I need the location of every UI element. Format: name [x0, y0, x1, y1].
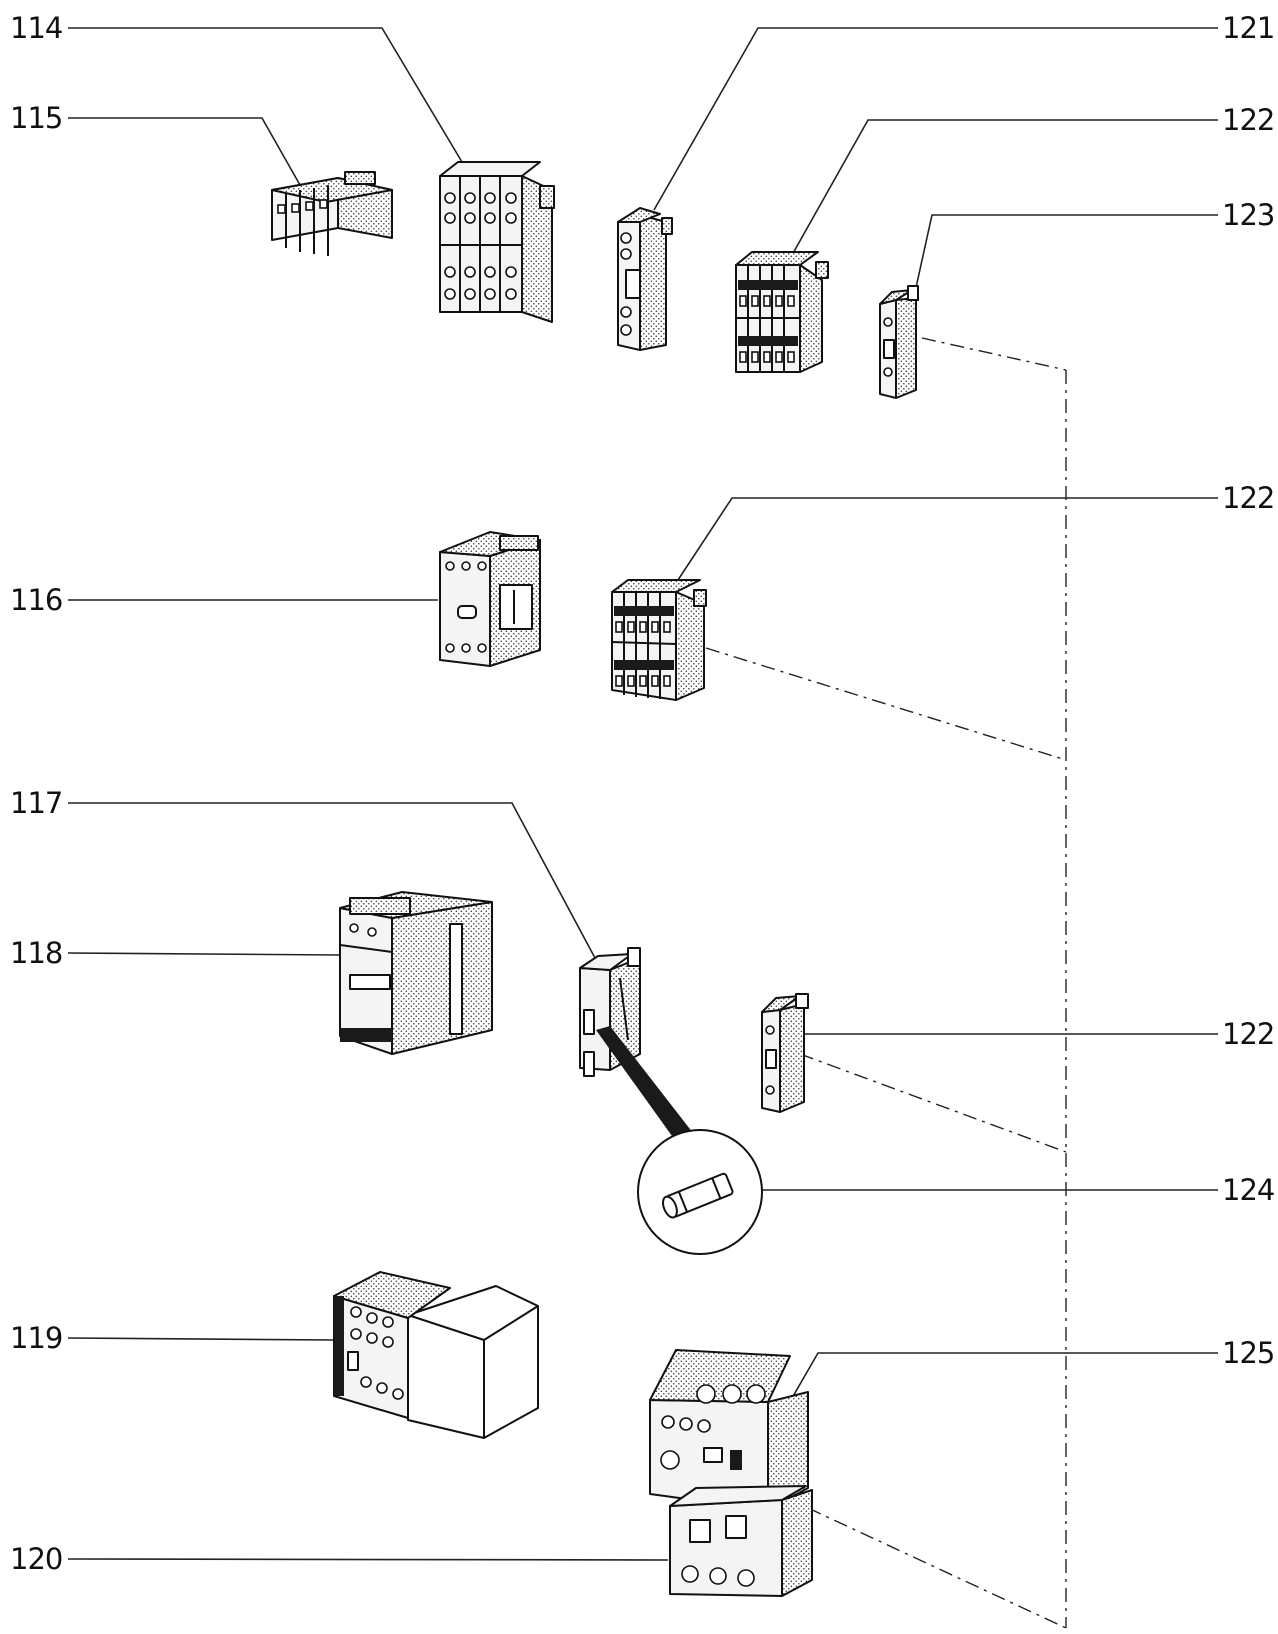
leader-lines — [67, 27, 1218, 1561]
label-118: 118 — [10, 936, 62, 970]
leader-115 — [68, 117, 301, 186]
label-125: 125 — [1222, 1336, 1274, 1370]
label-117: 117 — [10, 786, 62, 820]
assembly-line-122c — [799, 1053, 1067, 1153]
label-114: 114 — [10, 11, 62, 45]
leader-125 — [787, 1352, 1218, 1406]
leader-121 — [653, 27, 1218, 211]
assembly-line-123 — [921, 337, 1067, 371]
part-116-contactor — [439, 531, 541, 667]
label-122a: 122 — [1222, 103, 1274, 137]
label-120: 120 — [10, 1542, 62, 1576]
label-123: 123 — [1222, 198, 1274, 232]
callout-labels: 114 115 116 117 118 119 120 121 122 123 … — [10, 11, 1275, 1576]
part-114-terminal-block — [439, 161, 555, 323]
assembly-lines — [705, 337, 1067, 1629]
label-122b: 122 — [1222, 481, 1274, 515]
label-124: 124 — [1222, 1173, 1274, 1207]
leader-120 — [67, 1558, 669, 1561]
part-124-fuse-magnified — [637, 1129, 763, 1255]
leader-114 — [68, 27, 463, 163]
part-119-contactor-with-cover — [333, 1271, 539, 1439]
part-121-single-terminal — [617, 207, 673, 351]
part-122b-terminal-strip — [611, 579, 707, 701]
leader-122b — [675, 497, 1218, 584]
label-121: 121 — [1222, 11, 1274, 45]
label-122c: 122 — [1222, 1017, 1274, 1051]
assembly-line-122b — [705, 647, 1067, 761]
part-123-end-clamp — [879, 285, 919, 399]
label-115: 115 — [10, 101, 62, 135]
part-120-base-mount — [669, 1485, 813, 1597]
part-125-overload-relay — [649, 1349, 809, 1511]
label-116: 116 — [10, 583, 62, 617]
part-122c-end-terminal — [761, 993, 809, 1113]
part-115-aux-block — [271, 171, 393, 256]
part-122a-terminal-strip — [735, 251, 829, 373]
leader-123 — [914, 214, 1218, 293]
leader-119 — [67, 1337, 335, 1341]
part-118-large-contactor — [339, 891, 493, 1055]
leader-118 — [67, 952, 341, 956]
leader-117 — [68, 802, 596, 959]
assembly-line-125 — [807, 1507, 1067, 1629]
label-119: 119 — [10, 1321, 62, 1355]
part-117-fuse-holder — [579, 947, 700, 1150]
leader-122a — [791, 119, 1218, 256]
